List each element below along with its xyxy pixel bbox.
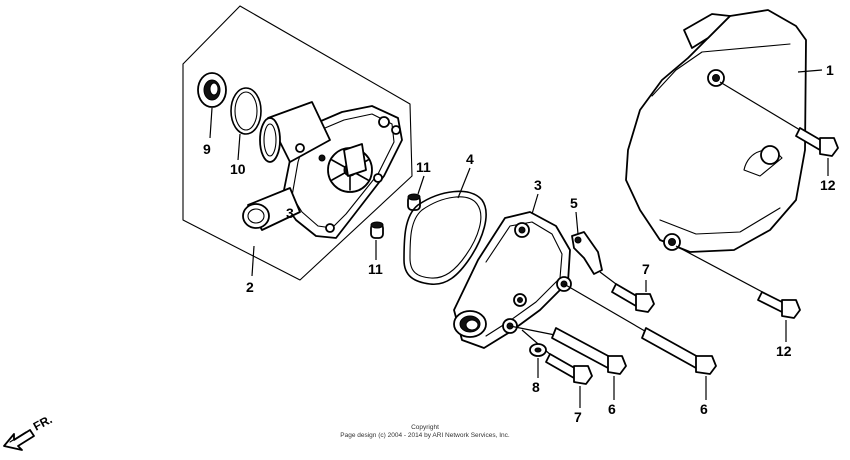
front-direction-arrow: FR. xyxy=(3,412,55,451)
callout-7-upper: 7 xyxy=(642,261,650,277)
bolt-6-right[interactable] xyxy=(563,283,717,375)
callout-11-lower: 11 xyxy=(368,261,383,277)
bolt-6-left[interactable] xyxy=(509,325,627,375)
o-ring-part[interactable] xyxy=(230,87,262,135)
callout-7-lower: 7 xyxy=(574,409,582,425)
callout-5: 5 xyxy=(570,195,578,211)
gasket-part[interactable] xyxy=(403,190,487,285)
bolt-7-upper[interactable] xyxy=(599,271,655,313)
callout-9: 9 xyxy=(203,141,211,157)
callout-6-left: 6 xyxy=(608,401,616,417)
callout-11-upper: 11 xyxy=(416,159,431,175)
dowel-pin-part[interactable] xyxy=(370,221,384,239)
callout-2: 2 xyxy=(246,279,254,295)
oil-seal-part[interactable] xyxy=(197,72,227,108)
callout-1: 1 xyxy=(826,62,834,78)
copyright-line-2: Page design (c) 2004 - 2014 by ARI Netwo… xyxy=(340,432,510,439)
callout-12-upper: 12 xyxy=(820,177,836,193)
water-pump-part[interactable] xyxy=(242,101,403,239)
callout-6-right: 6 xyxy=(700,401,708,417)
callout-12-lower: 12 xyxy=(776,343,792,359)
bolt-12-lower[interactable] xyxy=(675,245,801,319)
washer-part[interactable] xyxy=(529,343,547,357)
front-direction-label: FR. xyxy=(31,412,55,433)
callout-10: 10 xyxy=(230,161,246,177)
side-cover-part[interactable] xyxy=(625,9,807,253)
pump-cover-part[interactable] xyxy=(453,211,572,349)
callout-3-body: 3 xyxy=(286,205,294,221)
copyright-line-1: Copyright xyxy=(411,424,439,431)
assembly-outline xyxy=(182,5,413,281)
bolt-7-lower[interactable] xyxy=(521,329,593,385)
callout-8: 8 xyxy=(532,379,540,395)
callout-4: 4 xyxy=(466,151,474,167)
leader-lines xyxy=(209,69,829,408)
callout-3: 3 xyxy=(534,177,542,193)
bolt-12-upper[interactable] xyxy=(719,81,839,157)
bracket-part[interactable] xyxy=(571,231,603,275)
dowel-pin-part[interactable] xyxy=(407,193,421,211)
